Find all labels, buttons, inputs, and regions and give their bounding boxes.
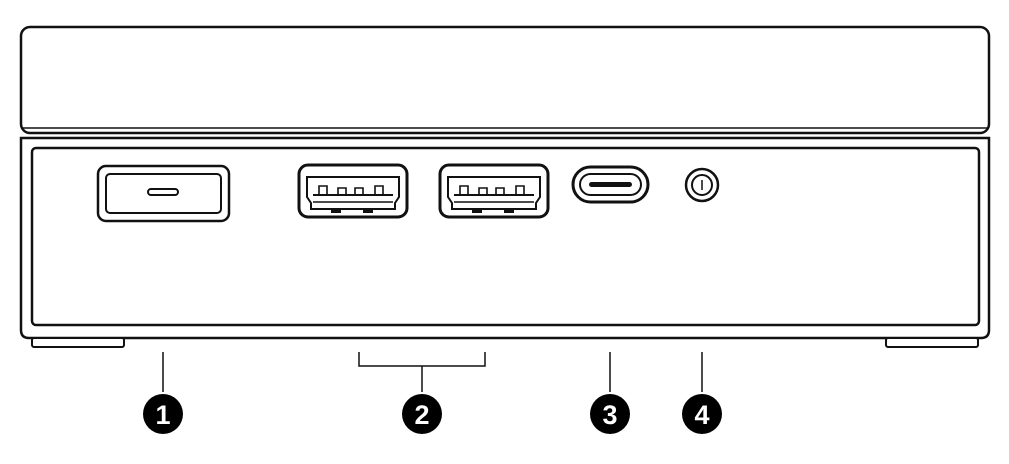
usb-c-icon [571,165,650,204]
callout-number: 3 [602,400,617,430]
device-feet [31,337,979,348]
power-button-icon [96,164,231,223]
audio-jack-icon [684,167,720,203]
callout-3: 3 [590,394,630,434]
callout-number: 4 [694,400,709,430]
usb-a-icon [438,163,550,219]
callout-1: 1 [143,394,183,434]
left-foot [31,337,125,348]
device-top-cover [19,25,991,135]
callout-4: 4 [682,394,722,434]
right-foot [885,337,979,348]
usb-a-icon [297,163,409,219]
leader-bracket-2 [358,352,486,367]
callout-2: 2 [402,394,442,434]
device-front-bezel [19,136,991,340]
callout-number: 2 [414,400,429,430]
callout-number: 1 [155,400,170,430]
leader-lines [162,352,703,392]
